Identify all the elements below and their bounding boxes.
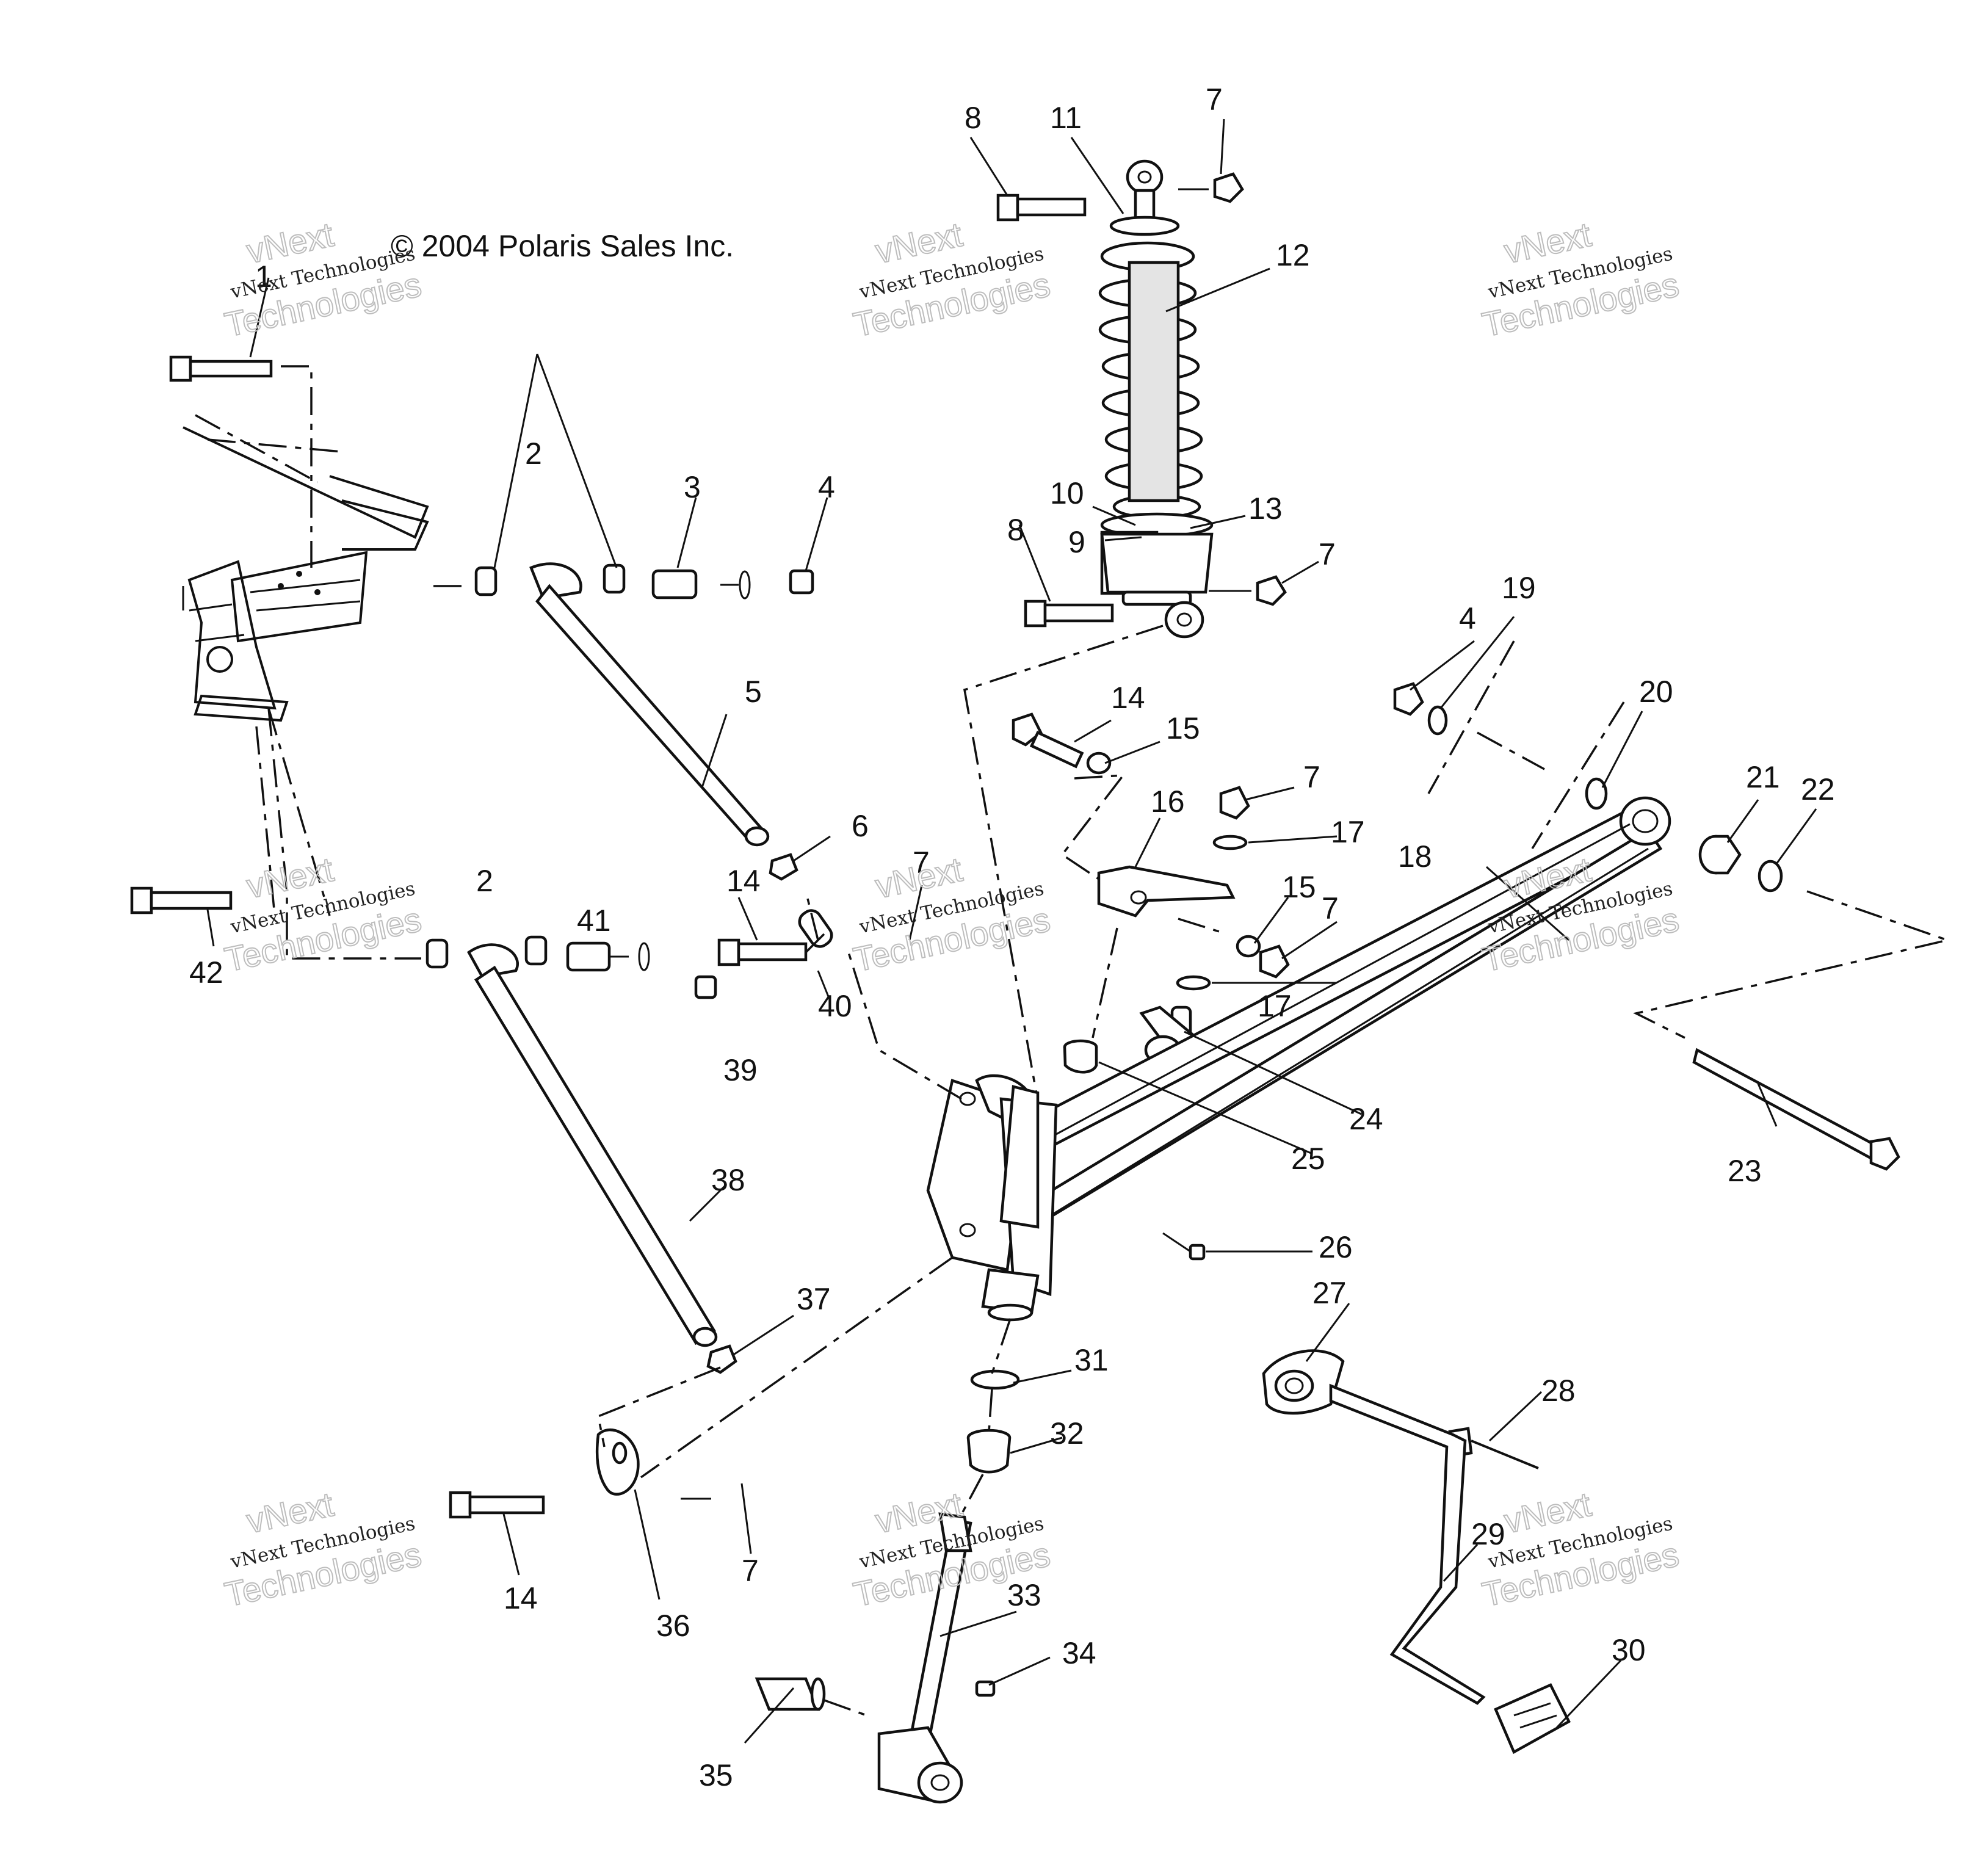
steering-post-part-33 bbox=[877, 1512, 972, 1804]
callout-25: 25 bbox=[1291, 1142, 1325, 1176]
watermark-3: vNext vNext Technologies Technologies bbox=[1479, 214, 1683, 345]
nut-part-4-right bbox=[1393, 682, 1424, 716]
callout-13: 13 bbox=[1248, 491, 1283, 526]
washer-part-15-top bbox=[1086, 751, 1112, 775]
callout-7-lower: 7 bbox=[742, 1554, 759, 1588]
sleeve-part-35 bbox=[755, 1677, 826, 1711]
callout-14-lower: 14 bbox=[504, 1581, 538, 1615]
callout-22: 22 bbox=[1801, 772, 1835, 806]
ring-part-31 bbox=[970, 1369, 1020, 1390]
grease-fitting-part-26 bbox=[1162, 1232, 1206, 1261]
bolt-part-14-middle bbox=[717, 938, 808, 966]
washer-part-17-bottom bbox=[1176, 975, 1211, 991]
upper-a-arm bbox=[474, 562, 833, 948]
bolt-part-42 bbox=[130, 886, 233, 914]
callout-30: 30 bbox=[1612, 1633, 1646, 1667]
callout-12: 12 bbox=[1276, 238, 1310, 272]
callout-27: 27 bbox=[1312, 1276, 1347, 1310]
pedal-arm-part-29 bbox=[1329, 1383, 1486, 1705]
bolt-part-1 bbox=[169, 355, 273, 382]
pedal-pad-part-30 bbox=[1494, 1683, 1571, 1755]
leader-lines bbox=[206, 118, 1817, 1744]
callout-20: 20 bbox=[1639, 675, 1673, 709]
callout-14-middle: 14 bbox=[726, 864, 761, 898]
callout-4-right: 4 bbox=[1459, 601, 1476, 636]
callout-35: 35 bbox=[699, 1758, 733, 1792]
shock-absorber bbox=[1098, 159, 1214, 639]
watermark-7: vNext vNext Technologies Technologies bbox=[221, 1484, 425, 1615]
callout-36: 36 bbox=[656, 1609, 690, 1643]
pedal-bracket-part-27 bbox=[1262, 1349, 1345, 1415]
callout-37: 37 bbox=[797, 1282, 831, 1316]
bolt-part-8-lower bbox=[1024, 599, 1114, 628]
callout-9: 9 bbox=[1068, 525, 1085, 559]
nut-part-7-shock-bottom bbox=[1256, 575, 1287, 606]
callout-7-middle: 7 bbox=[913, 846, 930, 880]
bushing-part-32 bbox=[966, 1429, 1012, 1474]
bolt-part-8-upper bbox=[996, 194, 1087, 222]
watermark-5: vNext vNext Technologies Technologies bbox=[850, 849, 1054, 980]
callout-10: 10 bbox=[1050, 476, 1084, 510]
callout-19: 19 bbox=[1502, 571, 1536, 605]
callout-14-right: 14 bbox=[1111, 681, 1145, 715]
callout-8-upper: 8 bbox=[965, 101, 982, 135]
callout-5: 5 bbox=[745, 675, 762, 709]
callout-17-bottom: 17 bbox=[1258, 989, 1292, 1023]
bracket-part-16 bbox=[1097, 865, 1236, 918]
callout-23: 23 bbox=[1728, 1154, 1762, 1188]
callout-6: 6 bbox=[852, 809, 869, 843]
callout-16: 16 bbox=[1151, 784, 1185, 819]
callout-40: 40 bbox=[818, 989, 852, 1023]
washer-part-20 bbox=[1585, 777, 1608, 810]
nut-part-7-bracket-bottom bbox=[1259, 944, 1290, 979]
callout-7-bracket-bottom: 7 bbox=[1322, 891, 1339, 925]
watermark-4: vNext vNext Technologies Technologies bbox=[221, 849, 425, 980]
lower-a-arm bbox=[425, 935, 737, 1496]
callout-8-lower: 8 bbox=[1007, 513, 1024, 547]
callout-38: 38 bbox=[711, 1163, 745, 1197]
bolt-part-14-lower bbox=[449, 1491, 545, 1519]
callout-26: 26 bbox=[1319, 1230, 1353, 1264]
callout-33: 33 bbox=[1007, 1578, 1041, 1612]
callout-29: 29 bbox=[1471, 1517, 1505, 1551]
callout-7-bracket-top: 7 bbox=[1303, 760, 1320, 794]
watermark-2: vNext vNext Technologies Technologies bbox=[850, 214, 1054, 345]
callout-15-bottom: 15 bbox=[1282, 870, 1316, 904]
bolt-part-23 bbox=[1692, 1048, 1900, 1171]
callout-2-upper: 2 bbox=[525, 436, 542, 471]
callout-28: 28 bbox=[1541, 1374, 1576, 1408]
callout-1: 1 bbox=[255, 259, 272, 294]
callout-18: 18 bbox=[1398, 839, 1432, 874]
washer-part-17-top bbox=[1212, 835, 1248, 850]
callout-24: 24 bbox=[1349, 1102, 1383, 1136]
washer-part-19 bbox=[1427, 705, 1448, 736]
nut-part-7-shock-top bbox=[1213, 172, 1244, 203]
spindle-housing bbox=[926, 1074, 1058, 1322]
callout-31: 31 bbox=[1074, 1343, 1109, 1377]
callout-3: 3 bbox=[684, 470, 701, 504]
bushing-part-25 bbox=[1063, 1039, 1098, 1074]
callout-32: 32 bbox=[1050, 1416, 1084, 1450]
callout-42: 42 bbox=[189, 955, 223, 990]
callout-4-left: 4 bbox=[818, 470, 835, 504]
callout-11: 11 bbox=[1050, 101, 1082, 135]
bushing-part-21 bbox=[1698, 835, 1742, 875]
callout-2-lower: 2 bbox=[476, 864, 493, 898]
callout-7-shock-bottom: 7 bbox=[1319, 537, 1336, 571]
callout-7-shock-top: 7 bbox=[1206, 82, 1223, 117]
callout-17-top: 17 bbox=[1331, 815, 1365, 849]
frame-bracket bbox=[182, 426, 429, 722]
callout-39: 39 bbox=[723, 1053, 758, 1087]
callout-21: 21 bbox=[1746, 760, 1780, 794]
seal-part-22 bbox=[1758, 860, 1783, 893]
washer-part-15-bottom bbox=[1236, 935, 1261, 958]
callout-34: 34 bbox=[1062, 1636, 1096, 1670]
callout-41: 41 bbox=[577, 904, 611, 938]
copyright-text: © 2004 Polaris Sales Inc. bbox=[391, 229, 734, 263]
bolt-part-14-right bbox=[1012, 712, 1084, 769]
callout-15-top: 15 bbox=[1166, 711, 1200, 745]
nut-part-7-bracket-top bbox=[1219, 786, 1250, 820]
watermark-1: vNext vNext Technologies Technologies bbox=[221, 214, 425, 345]
